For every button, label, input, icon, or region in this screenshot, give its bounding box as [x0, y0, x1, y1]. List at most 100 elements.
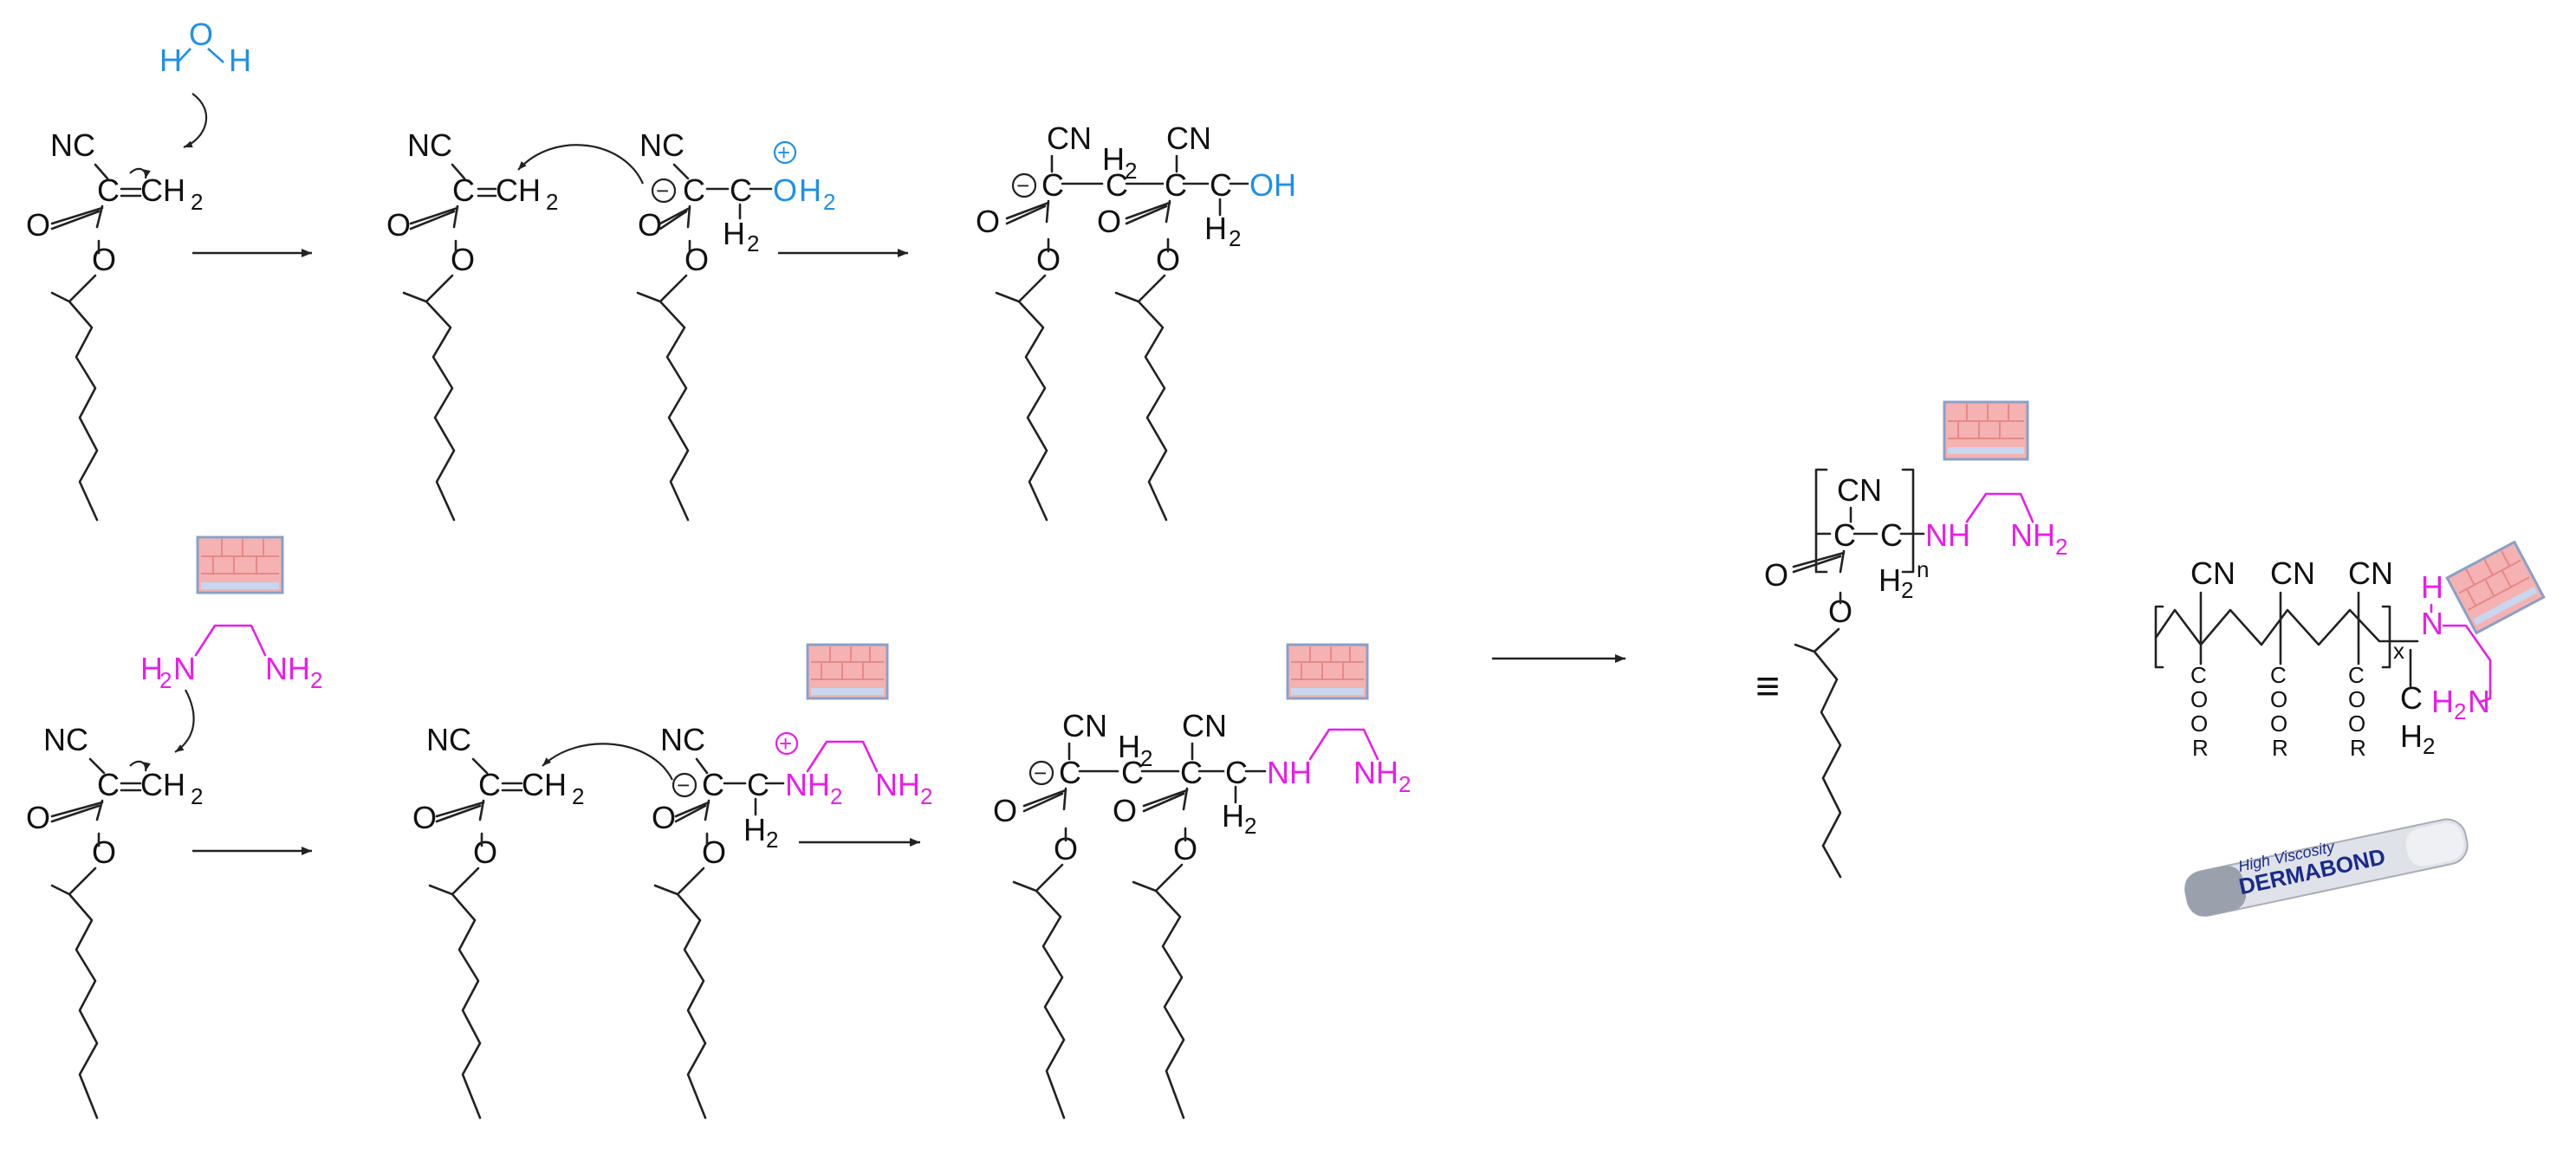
svg-text:2: 2 [572, 783, 584, 809]
monomer-row1-2: NC C CH 2 O O [386, 127, 558, 522]
curly-arrow-row1-propagation [517, 144, 645, 185]
svg-text:NH: NH [1267, 755, 1312, 790]
svg-text:O: O [412, 800, 437, 835]
tissue-icon-row2-1 [196, 536, 284, 594]
svg-text:C: C [1880, 517, 1903, 553]
svg-text:+: + [777, 140, 790, 166]
svg-text:2: 2 [1229, 225, 1241, 251]
svg-text:R: R [2272, 735, 2288, 761]
svg-text:NH: NH [2010, 517, 2055, 553]
carbanion-row1: NC − C C H 2 O H 2 + O O [636, 127, 835, 522]
svg-text:C: C [730, 172, 752, 208]
svg-text:−: − [677, 772, 690, 798]
svg-text:O: O [2348, 686, 2365, 712]
svg-text:C: C [1059, 755, 1081, 790]
svg-text:O: O [1113, 793, 1137, 828]
svg-text:O: O [1764, 557, 1788, 593]
svg-text:2: 2 [159, 667, 172, 693]
svg-text:NC: NC [407, 127, 452, 163]
svg-text:O: O [685, 242, 709, 277]
water-molecule: H O H [159, 16, 251, 78]
monomer-row1-1: NC C CH 2 O O [26, 127, 203, 522]
svg-text:O: O [702, 834, 726, 870]
equivalence-symbol: ≡ [1755, 664, 1780, 710]
svg-text:C: C [1210, 167, 1232, 203]
svg-text:R: R [2350, 735, 2366, 761]
svg-text:NH: NH [265, 651, 310, 686]
svg-text:R: R [2192, 735, 2209, 761]
svg-text:H: H [2421, 569, 2443, 605]
svg-text:H: H [140, 651, 163, 686]
tissue-icon-polymer [1943, 400, 2029, 461]
svg-text:C: C [2190, 662, 2207, 688]
svg-text:N: N [173, 651, 196, 686]
svg-text:C: C [1041, 167, 1064, 203]
svg-text:C: C [2270, 662, 2287, 688]
svg-text:C: C [1225, 755, 1248, 790]
svg-text:NC: NC [426, 722, 471, 757]
svg-text:2: 2 [830, 783, 842, 809]
svg-text:NC: NC [43, 722, 88, 757]
svg-text:O: O [386, 207, 411, 243]
svg-text:NC: NC [660, 722, 705, 757]
svg-text:2: 2 [1140, 745, 1152, 771]
svg-text:2: 2 [1125, 158, 1137, 184]
svg-text:CN: CN [2190, 555, 2235, 591]
svg-text:O: O [2270, 711, 2287, 737]
svg-text:NH: NH [875, 767, 920, 802]
svg-text:H: H [2400, 718, 2423, 754]
svg-text:NC: NC [50, 127, 95, 163]
svg-text:C: C [1106, 167, 1128, 203]
svg-text:C: C [1180, 755, 1203, 790]
svg-text:C: C [97, 767, 120, 802]
dermabond-tube: High Viscosity DERMABOND [2184, 818, 2469, 917]
svg-text:O: O [652, 800, 676, 835]
svg-text:2: 2 [310, 667, 322, 693]
svg-text:2: 2 [546, 189, 558, 215]
svg-text:NC: NC [639, 127, 685, 163]
svg-text:O: O [2190, 711, 2208, 737]
monomer-row2-2: NC C CH 2 O O [412, 722, 584, 1120]
svg-text:2: 2 [1901, 577, 1913, 603]
svg-text:n: n [1917, 556, 1929, 582]
svg-text:NH: NH [1353, 755, 1398, 790]
svg-text:C: C [1833, 517, 1856, 553]
svg-text:O: O [2270, 686, 2287, 712]
svg-text:O: O [773, 172, 797, 208]
svg-text:O: O [2190, 686, 2208, 712]
svg-text:N: N [2468, 684, 2490, 719]
svg-text:O: O [473, 834, 497, 870]
svg-text:H: H [1878, 562, 1901, 598]
svg-text:O: O [976, 204, 1000, 239]
svg-text:H: H [1102, 141, 1125, 177]
tissue-icon-row2-2 [806, 643, 889, 700]
svg-text:CN: CN [2348, 555, 2393, 591]
svg-text:CN: CN [1837, 472, 1882, 508]
svg-text:C: C [97, 172, 120, 208]
svg-text:O: O [189, 16, 213, 52]
svg-text:H: H [1204, 211, 1227, 246]
zwitterion-row2: NC − C C H 2 NH 2 + NH 2 O O [652, 722, 932, 1120]
svg-text:H: H [743, 812, 766, 847]
svg-text:H: H [799, 172, 821, 208]
svg-text:2: 2 [766, 827, 778, 853]
monomer-row2-1: NC C CH 2 O O [26, 722, 203, 1120]
svg-text:NH: NH [785, 767, 830, 802]
svg-text:H: H [2431, 684, 2454, 719]
svg-text:−: − [1016, 172, 1029, 198]
svg-text:CH: CH [140, 172, 185, 208]
svg-text:−: − [656, 178, 669, 204]
svg-text:2: 2 [191, 783, 203, 809]
svg-text:2: 2 [1244, 813, 1256, 839]
svg-text:2: 2 [2423, 733, 2435, 759]
svg-text:2: 2 [823, 189, 835, 215]
svg-text:+: + [779, 730, 792, 756]
svg-text:O: O [638, 207, 662, 243]
svg-text:H: H [1118, 729, 1140, 764]
ethylenediamine-row2: H 2 N NH 2 [140, 624, 322, 693]
svg-text:2: 2 [2454, 698, 2466, 724]
svg-text:O: O [26, 800, 50, 835]
svg-text:CH: CH [522, 767, 567, 802]
dimer-row1: CN − C H 2 C CN C C H 2 OH O O O O [976, 120, 1296, 522]
svg-text:2: 2 [747, 230, 759, 256]
